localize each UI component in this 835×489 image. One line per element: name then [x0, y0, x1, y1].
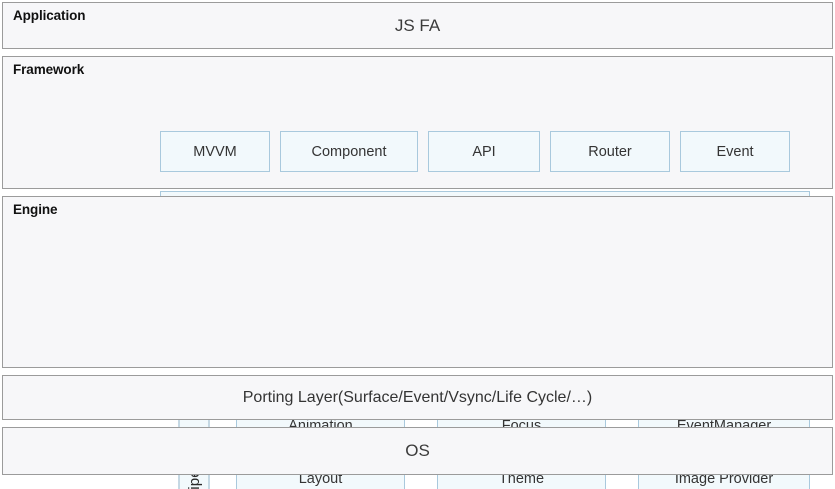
framework-module-row: MVVM Component API Router Event [160, 131, 810, 172]
application-title: JS FA [394, 15, 441, 35]
layer-engine: Engine Pipeline Animation Focus EventMan… [2, 196, 833, 489]
os-title: OS [405, 441, 430, 460]
porting-layer-title: Porting Layer(Surface/Event/Vsync/Life C… [242, 388, 593, 406]
layer-os: OS [2, 427, 833, 475]
layer-application: Application JS FA [2, 2, 833, 49]
framework-module-component[interactable]: Component [280, 131, 418, 172]
layer-framework: Framework MVVM Component API Router Even… [2, 56, 833, 230]
layer-engine-label: Engine [13, 202, 58, 217]
framework-module-api[interactable]: API [428, 131, 540, 172]
framework-module-router[interactable]: Router [550, 131, 670, 172]
framework-module-event[interactable]: Event [680, 131, 790, 172]
layer-application-label: Application [13, 8, 86, 23]
layer-porting: Porting Layer(Surface/Event/Vsync/Life C… [2, 375, 833, 420]
framework-module-mvvm[interactable]: MVVM [160, 131, 270, 172]
layer-framework-label: Framework [13, 62, 85, 77]
